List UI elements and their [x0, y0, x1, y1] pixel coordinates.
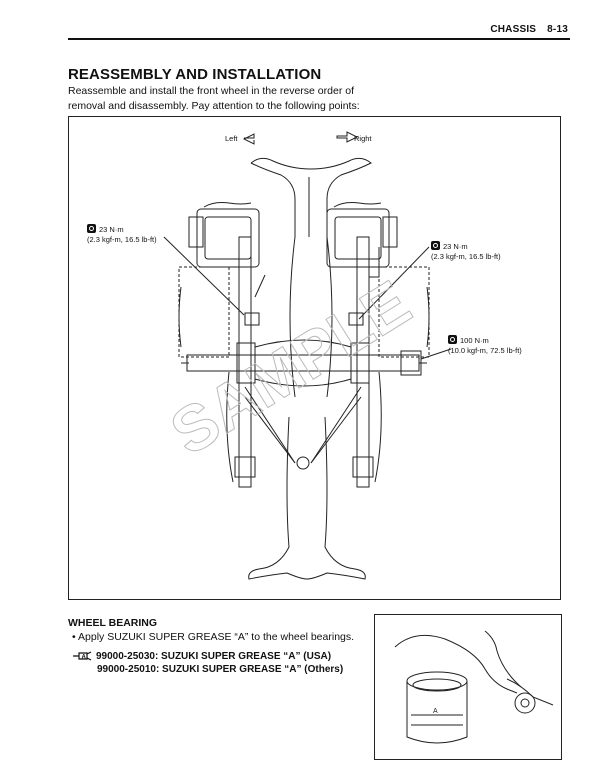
page-title: REASSEMBLY AND INSTALLATION	[68, 66, 322, 83]
grease-can-drawing: A	[394, 630, 554, 744]
wheel-assembly-drawing: SAMPLE	[158, 131, 452, 580]
torque-note-left: 23 N·m (2.3 kgf-m, 16.5 lb-ft)	[87, 224, 157, 245]
torque-note-right: 23 N·m (2.3 kgf-m, 16.5 lb-ft)	[431, 241, 501, 262]
grease-spec-usa: A 99000-25030: SUZUKI SUPER GREASE “A” (…	[72, 650, 331, 662]
torque-note-axle: 100 N·m (10.0 kgf-m, 72.5 lb-ft)	[448, 335, 522, 356]
page-header: CHASSIS 8-13	[0, 0, 600, 40]
front-wheel-diagram: SAMPLE Left Right 23 N·m (2.3 kgf-m, 16.…	[68, 116, 561, 600]
torque-left-value: 23 N·m	[99, 225, 124, 234]
torque-left-detail: (2.3 kgf-m, 16.5 lb-ft)	[87, 235, 157, 244]
wheel-bearing-heading: WHEEL BEARING	[68, 617, 158, 629]
intro-paragraph: Reassemble and install the front wheel i…	[68, 85, 360, 112]
torque-right-detail: (2.3 kgf-m, 16.5 lb-ft)	[431, 252, 501, 261]
torque-wrench-icon	[431, 241, 440, 250]
left-arrow-icon	[242, 133, 255, 145]
torque-wrench-icon	[448, 335, 457, 344]
grease-application-illustration: A	[374, 614, 562, 760]
right-arrow-icon	[336, 131, 359, 143]
right-label: Right	[354, 134, 372, 143]
grease-can-mark: A	[433, 708, 438, 715]
torque-wrench-icon	[87, 224, 96, 233]
grease-usa-text: 99000-25030: SUZUKI SUPER GREASE “A” (US…	[96, 651, 332, 662]
left-label: Left	[225, 134, 238, 143]
torque-right-value: 23 N·m	[443, 242, 468, 251]
grease-spec-others: 99000-25010: SUZUKI SUPER GREASE “A” (Ot…	[97, 664, 344, 675]
header-section: CHASSIS	[490, 24, 537, 35]
grease-gun-mark: A	[82, 655, 87, 661]
torque-axle-detail: (10.0 kgf-m, 72.5 lb-ft)	[448, 346, 522, 355]
grease-gun-icon: A	[73, 651, 92, 661]
header-text: CHASSIS 8-13	[482, 24, 568, 35]
header-rule	[68, 38, 570, 40]
header-page-number: 8-13	[547, 24, 568, 35]
wheel-bearing-instruction: • Apply SUZUKI SUPER GREASE “A” to the w…	[72, 631, 355, 643]
torque-axle-value: 100 N·m	[460, 336, 489, 345]
